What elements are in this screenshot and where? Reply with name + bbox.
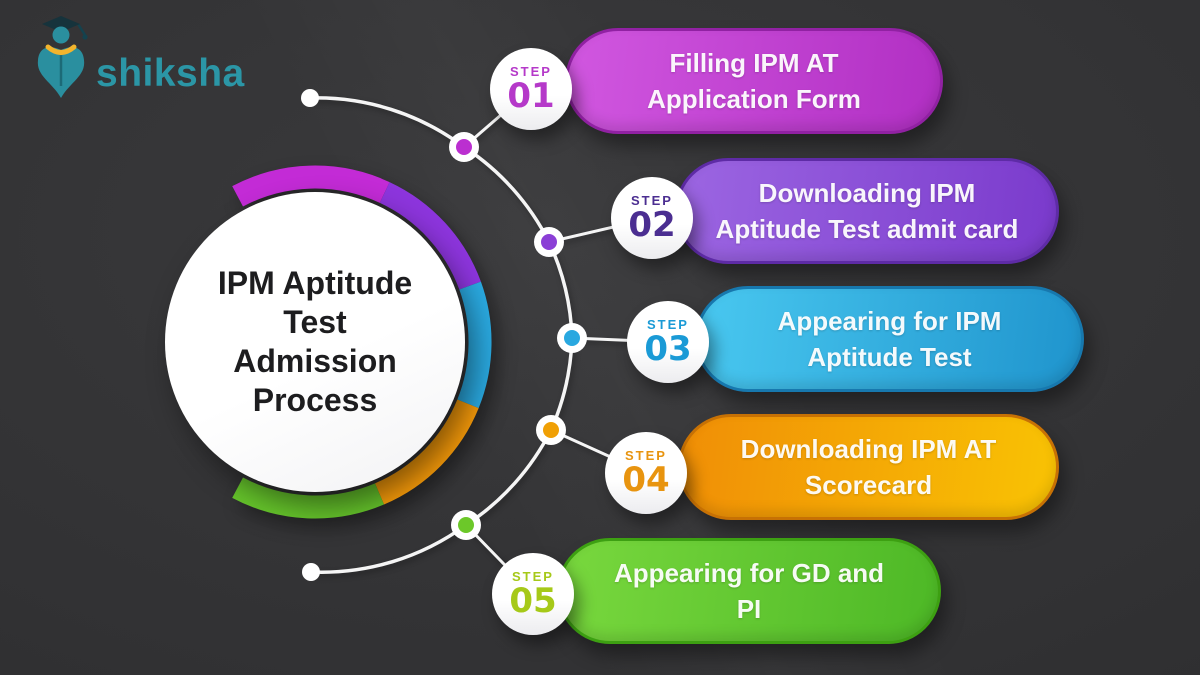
ring-segment-5 [232, 477, 384, 519]
step-pill-1: Filling IPM AT Application Form [565, 28, 943, 134]
step-pill-3: Appearing for IPM Aptitude Test [695, 286, 1084, 392]
ring-segment-4 [374, 399, 479, 505]
step-pill-4: Downloading IPM AT Scorecard [678, 414, 1059, 520]
center-circle: IPM Aptitude Test Admission Process [165, 192, 465, 492]
brand-logo: shiksha [28, 14, 245, 98]
node-dot-1 [456, 139, 472, 155]
center-title-line: Admission [233, 343, 397, 379]
step-label: STEP [512, 569, 554, 584]
connector-start-dot [301, 89, 319, 107]
node-dot-3 [564, 330, 580, 346]
pill-label-line: Aptitude Test admit card [715, 214, 1019, 244]
center-title-line: Test [283, 304, 347, 340]
pill-label-line: Scorecard [804, 470, 933, 500]
pill-label-line: Application Form [647, 84, 861, 114]
step-number: 03 [644, 329, 692, 369]
step-label: STEP [631, 193, 673, 208]
pill-label-line: Filling IPM AT [669, 48, 839, 78]
step-number: 05 [509, 581, 557, 621]
node-dot-2 [541, 234, 557, 250]
pill-label-line: Downloading IPM [758, 178, 976, 208]
center-title-line: Process [252, 382, 378, 418]
step-number: 04 [622, 460, 670, 500]
step-nodes [449, 132, 587, 540]
pill-label-line: Aptitude Test [807, 342, 972, 372]
ring-segment-3 [457, 281, 492, 409]
step-pill-2: Downloading IPM Aptitude Test admit card [675, 158, 1059, 264]
brand-name: shiksha [96, 52, 245, 95]
pill-label-line: PI [736, 594, 762, 624]
ring-segment-1 [232, 165, 390, 207]
step-badge-2: STEP 02 [611, 177, 693, 259]
progress-ring [232, 165, 492, 519]
pill-label-line: Appearing for GD and [613, 558, 885, 588]
step-badge-1: STEP 01 [490, 48, 572, 130]
pill-label-line: Appearing for IPM [777, 306, 1002, 336]
node-dot-5 [458, 517, 474, 533]
step-label: STEP [510, 64, 552, 79]
step-pill-5: Appearing for GD and PI [557, 538, 941, 644]
pill-label-line: Downloading IPM AT [740, 434, 997, 464]
step-number: 02 [628, 205, 676, 245]
node-dot-4 [543, 422, 559, 438]
graduation-cap-person-icon [37, 16, 88, 98]
step-badge-5: STEP 05 [492, 553, 574, 635]
ring-segment-2 [379, 182, 481, 290]
step-label: STEP [625, 448, 667, 463]
center-title-line: IPM Aptitude [217, 265, 413, 301]
connector-end-dot [302, 563, 320, 581]
step-badge-4: STEP 04 [605, 432, 687, 514]
step-number: 01 [507, 76, 555, 116]
step-badge-3: STEP 03 [627, 301, 709, 383]
step-label: STEP [647, 317, 689, 332]
